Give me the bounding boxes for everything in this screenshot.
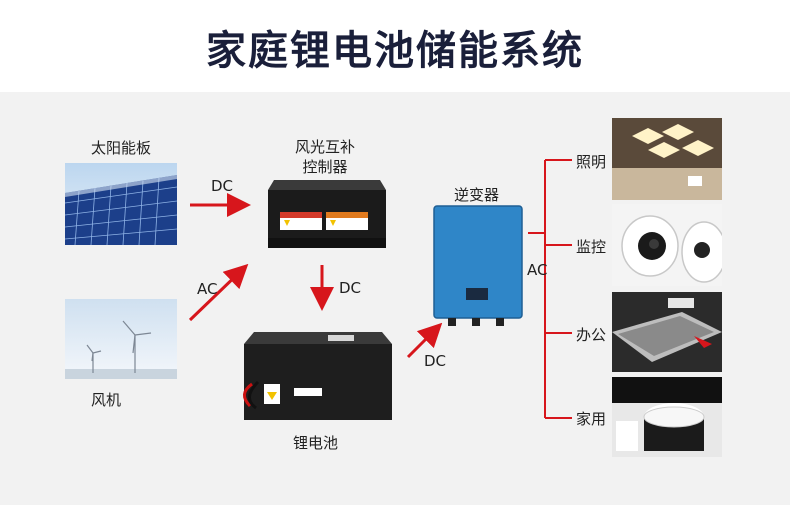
household-image: [612, 377, 722, 457]
page-title: 家庭锂电池储能系统: [206, 28, 584, 74]
controller-image: [262, 176, 387, 254]
output-label-lighting: 照明: [576, 153, 607, 171]
controller-label-line1: 风光互补: [294, 138, 355, 156]
dc-down-label: DC: [339, 279, 362, 297]
dc-battery-label: DC: [424, 352, 447, 370]
solar-label: 太阳能板: [91, 139, 152, 157]
arrow-battery-to-inverter: [406, 322, 443, 359]
dc-solar-label: DC: [211, 177, 234, 195]
arrow-wind-to-controller: [188, 263, 249, 322]
controller-label-line2: 控制器: [302, 158, 348, 176]
lighting-image: [612, 118, 722, 200]
inverter-image: [428, 204, 528, 328]
ac-wind-label: AC: [197, 280, 218, 298]
office-image: [612, 292, 722, 372]
inverter-label: 逆变器: [454, 186, 500, 204]
ac-distribution-bracket: [528, 159, 572, 419]
battery-label: 锂电池: [293, 434, 339, 452]
ac-out-label: AC: [527, 261, 548, 279]
monitoring-image: [612, 204, 722, 286]
wind-label: 风机: [91, 391, 122, 409]
battery-image: [232, 322, 397, 424]
output-label-office: 办公: [576, 326, 607, 344]
output-label-monitoring: 监控: [576, 238, 607, 256]
wind-turbine-image: [65, 299, 177, 379]
solar-panel-image: [65, 163, 177, 245]
output-label-household: 家用: [576, 410, 607, 428]
